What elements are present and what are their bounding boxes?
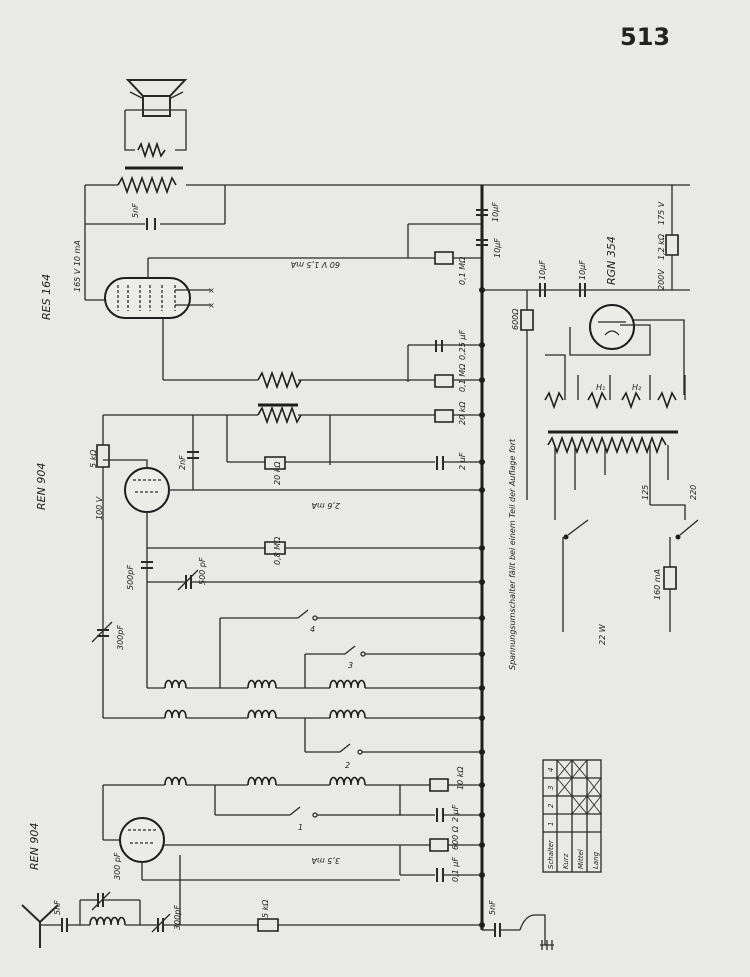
cap-label: 2 µF bbox=[451, 804, 460, 822]
switch-number: 3 bbox=[348, 661, 353, 670]
cap-label: 10µF bbox=[578, 260, 587, 280]
resistor-label: 600Ω bbox=[511, 308, 520, 330]
table-row-label: Lang bbox=[592, 851, 600, 869]
switch-number: 1 bbox=[298, 823, 303, 832]
resistor-label: 10 kΩ bbox=[456, 766, 465, 790]
output-transformer-primary bbox=[117, 175, 177, 195]
tube-label-rgn354: RGN 354 bbox=[605, 236, 618, 285]
cap-label: 300pF bbox=[173, 905, 182, 930]
rectifier-tube-icon bbox=[589, 304, 635, 350]
antenna-icon bbox=[21, 904, 59, 948]
ground-icon bbox=[519, 914, 554, 950]
resistor-label: 0,8 MΩ bbox=[273, 536, 282, 565]
coil-row-upper bbox=[147, 679, 482, 689]
switch-table: Schalter 1 2 3 4 Kurz Mittel Lang bbox=[542, 759, 602, 873]
voltage-label: 175 V bbox=[657, 201, 666, 225]
cap-label: 10µF bbox=[491, 202, 500, 222]
cap-label: 2 µF bbox=[458, 452, 467, 470]
page-number: 513 bbox=[620, 23, 670, 51]
tube-label-ren904-hf: REN 904 bbox=[28, 823, 41, 870]
output-tube-icon: × × bbox=[104, 277, 215, 319]
table-header: 1 bbox=[547, 822, 555, 826]
detector-tube-icon bbox=[124, 467, 170, 513]
table-header: 2 bbox=[547, 803, 555, 808]
cap-label: 500 pF bbox=[198, 557, 207, 585]
table-row-label: Kurz bbox=[562, 853, 570, 869]
resistor-label: 20 kΩ bbox=[458, 401, 467, 425]
svg-text:×: × bbox=[208, 286, 215, 295]
cap-label: 300 pF bbox=[113, 852, 122, 880]
heater-label: H₂ bbox=[632, 383, 642, 392]
table-header: 4 bbox=[547, 768, 555, 772]
resistor-label: 20 kΩ bbox=[273, 461, 282, 485]
grid-resistor bbox=[257, 370, 302, 390]
table-header: 3 bbox=[547, 786, 555, 790]
resistor-label: 600 Ω bbox=[451, 825, 460, 850]
resistor-label: 0,1 MΩ bbox=[458, 363, 467, 392]
switch-note: Spannungsumschalter fällt bei einem Teil… bbox=[508, 438, 517, 670]
power-label: 22 W bbox=[598, 623, 607, 645]
table-header: Schalter bbox=[547, 839, 555, 869]
variable-cap-arrow bbox=[177, 569, 199, 591]
current-label: 160 mA bbox=[653, 569, 662, 600]
cap-label: 5nF bbox=[131, 203, 140, 218]
coil-row-lower bbox=[103, 709, 482, 719]
current-label: 3,5 mA bbox=[311, 856, 340, 865]
table-row-label: Mittel bbox=[577, 849, 585, 869]
cap-label: 5nF bbox=[53, 900, 62, 915]
tube-label-ren904-detector: REN 904 bbox=[35, 463, 48, 510]
hf-tube-icon bbox=[119, 817, 165, 863]
resistor-label: 1,2 kΩ bbox=[657, 233, 666, 260]
cap-label: 500pF bbox=[126, 565, 135, 590]
voltage-label: 165 V 10 mA bbox=[73, 240, 82, 292]
tap-label: 125 bbox=[641, 485, 650, 500]
heater-label: H₁ bbox=[596, 383, 605, 392]
cap-label: 2nF bbox=[178, 455, 187, 470]
voltage-label: 100 V bbox=[95, 496, 104, 520]
cap-label: 10µF bbox=[538, 260, 547, 280]
tap-label: 220 bbox=[689, 485, 698, 500]
cap-label: 5nF bbox=[488, 900, 497, 915]
resistor bbox=[434, 251, 454, 265]
cap-label: 10µF bbox=[493, 238, 502, 258]
power-transformer bbox=[544, 391, 678, 455]
switch-number: 4 bbox=[310, 625, 315, 634]
switch-number: 2 bbox=[345, 761, 350, 770]
current-label: 2,6 mA bbox=[311, 501, 340, 510]
cap-label: 300pF bbox=[116, 625, 125, 650]
resistor-label: 0,1 MΩ bbox=[458, 256, 467, 285]
voltage-label: 200V bbox=[657, 269, 666, 290]
tube-label-res164: RES 164 bbox=[40, 274, 53, 320]
antenna-coil bbox=[89, 916, 126, 926]
resistor-label: 5 kΩ bbox=[89, 449, 98, 468]
cap-label: 0,25 µF bbox=[458, 330, 467, 360]
svg-text:×: × bbox=[208, 301, 215, 310]
cap-label: 0,1 µF bbox=[451, 857, 460, 882]
loudspeaker-icon bbox=[125, 79, 188, 117]
resistor-label: 5 kΩ bbox=[261, 899, 270, 918]
current-label: 60 V 1,5 mA bbox=[291, 260, 340, 269]
